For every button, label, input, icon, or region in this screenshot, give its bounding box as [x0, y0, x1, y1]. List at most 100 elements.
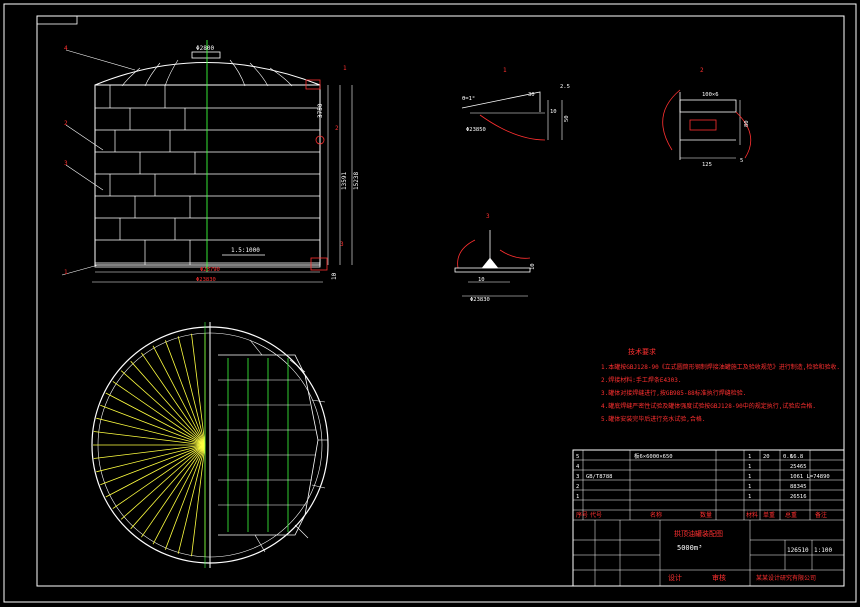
bom-cell: 16.8: [790, 454, 803, 460]
bom-cell: 1: [576, 494, 579, 500]
top-dim: Φ2800: [196, 45, 214, 52]
detail-3-label: 3: [486, 213, 490, 220]
rafter-line: [152, 345, 206, 446]
bom-cell: GB/T8788: [586, 474, 613, 480]
d3-dim-b: 10: [530, 263, 536, 270]
designer: 设计: [668, 573, 682, 582]
d2-dim-a: 100×6: [702, 92, 719, 98]
note-4: 4.罐底焊缝严密性试验及罐体强度试验按GBJ128-90中的规定执行,试验应合格…: [601, 402, 816, 410]
rafter-line: [112, 444, 206, 509]
d2-dim-c: 125: [702, 162, 712, 168]
weight: 126510: [787, 547, 809, 554]
bom-header-cell: 材料: [746, 511, 758, 519]
note-1: 1.本罐按GBJ128-90《立式圆筒形钢制焊接油罐施工及验收规范》进行制造,检…: [601, 363, 840, 371]
rafter-line: [130, 360, 206, 446]
callout-2: 2: [64, 120, 68, 127]
bom-table: 5 板6×6000×650 1 20 0.616.8 4 1 25465 3 GB/T8788 1 1…: [572, 449, 845, 587]
rafter-line: [130, 444, 206, 530]
bom-cell: 26516: [790, 494, 807, 500]
company: 某某设计研究有限公司: [756, 574, 816, 582]
bom-cell: 25465: [790, 464, 807, 470]
bom-header-cell: 名称: [650, 511, 662, 519]
rafter-line: [120, 370, 206, 446]
detail-1: 1 30 10 50 Φ23850 θ=1° 2.5: [461, 67, 570, 141]
rafter-line: [191, 444, 206, 557]
d3-dim-c: Φ23830: [470, 297, 490, 303]
detail-1-label: 1: [503, 67, 507, 74]
outer-frame: [3, 3, 857, 603]
bom-cell: 1: [748, 484, 751, 490]
detail-marker-2: 2: [335, 125, 339, 132]
rafter-line: [141, 444, 206, 538]
rafter-line: [96, 417, 206, 446]
detail-3: 3 10 10 Φ23830: [454, 213, 536, 303]
d2-dim-b: 80: [744, 120, 750, 127]
slope-note: 1.5:1000: [231, 247, 260, 254]
bom-cell: 1: [748, 464, 751, 470]
d1-dim-a: 30: [528, 92, 535, 98]
inner-frame: [36, 15, 845, 587]
rafter-line: [191, 333, 206, 446]
bom-cell: 3: [576, 474, 579, 480]
drawing-name: 拱顶油罐装配图: [674, 529, 723, 538]
rafter-line: [164, 340, 206, 446]
plan-view: [91, 322, 329, 568]
scale: 1:100: [814, 547, 832, 554]
note-2: 2.焊接材料:手工焊条E4303.: [601, 376, 682, 384]
rafter-line: [105, 444, 206, 498]
dim-ten: 10: [331, 272, 338, 280]
dim-outer-dia: Φ23830: [196, 277, 216, 283]
d3-dim-a: 10: [478, 277, 485, 283]
rafter-line: [164, 444, 206, 550]
d1-dim-b: 10: [550, 109, 557, 115]
bom-cell: 0.6: [783, 454, 793, 460]
rafter-line: [93, 431, 206, 446]
bom-header-cell: 总重: [785, 511, 797, 519]
d2-dim-d: 5: [740, 158, 743, 164]
callout-1: 1: [64, 269, 68, 276]
bom-cell: 1: [748, 454, 751, 460]
rafter-line: [177, 336, 206, 446]
dim-height: 13591: [341, 172, 348, 190]
detail-marker-1: 1: [343, 65, 347, 72]
detail-marker-3: 3: [340, 241, 344, 248]
bom-cell: 板6×6000×650: [634, 452, 673, 460]
detail-2-label: 2: [700, 67, 704, 74]
rafter-line: [100, 444, 206, 486]
bom-header-cell: 数量: [700, 511, 712, 519]
bom-cell: 5: [576, 454, 579, 460]
rafter-line: [177, 444, 206, 554]
bom-cell: 1061 L=74890: [790, 474, 830, 480]
rafter-line: [96, 444, 206, 473]
bom-header-cell: 代号: [590, 511, 602, 519]
callout-3: 3: [64, 160, 68, 167]
bom-cell: 88345: [790, 484, 807, 490]
bom-header-cell: 单重: [763, 511, 775, 519]
notes-title: 技术要求: [628, 347, 656, 356]
elevation-view: 1.5:1000 Φ2800 3750 13591 15238 10 Φ2379…: [61, 40, 360, 283]
bom-header-cell: 序号: [576, 511, 588, 519]
title-block: 拱顶油罐装配图 5000m³ 126510 1:100 设计 审核 某某设计研究…: [573, 520, 844, 586]
tag-box: [36, 15, 78, 25]
rafter-line: [100, 404, 206, 446]
d1-dim-f: 2.5: [560, 84, 570, 90]
rafter-line: [141, 352, 206, 446]
bom-header-cell: 备注: [815, 511, 827, 519]
capacity: 5000m³: [677, 544, 702, 552]
note-3: 3.罐体对接焊缝进行,按GB985-88标准执行焊缝检验.: [601, 389, 746, 397]
d1-dim-d: Φ23850: [466, 127, 486, 133]
detail-2: 2 100×6 80 125 5: [662, 67, 752, 168]
callout-4: 4: [64, 45, 68, 52]
technical-notes: 技术要求 1.本罐按GBJ128-90《立式圆筒形钢制焊接油罐施工及验收规范》进…: [601, 347, 840, 423]
bom-cell: 20: [763, 454, 770, 460]
bom-cell: 4: [576, 464, 580, 470]
rafter-line: [120, 444, 206, 520]
rafter-line: [152, 444, 206, 545]
dim-roof: 3750: [317, 103, 324, 118]
d1-dim-e: θ=1°: [462, 96, 475, 102]
rafter-line: [112, 381, 206, 446]
bom-cell: 1: [748, 494, 751, 500]
checker: 审核: [712, 573, 726, 582]
dim-inner-dia: Φ23790: [200, 267, 220, 273]
